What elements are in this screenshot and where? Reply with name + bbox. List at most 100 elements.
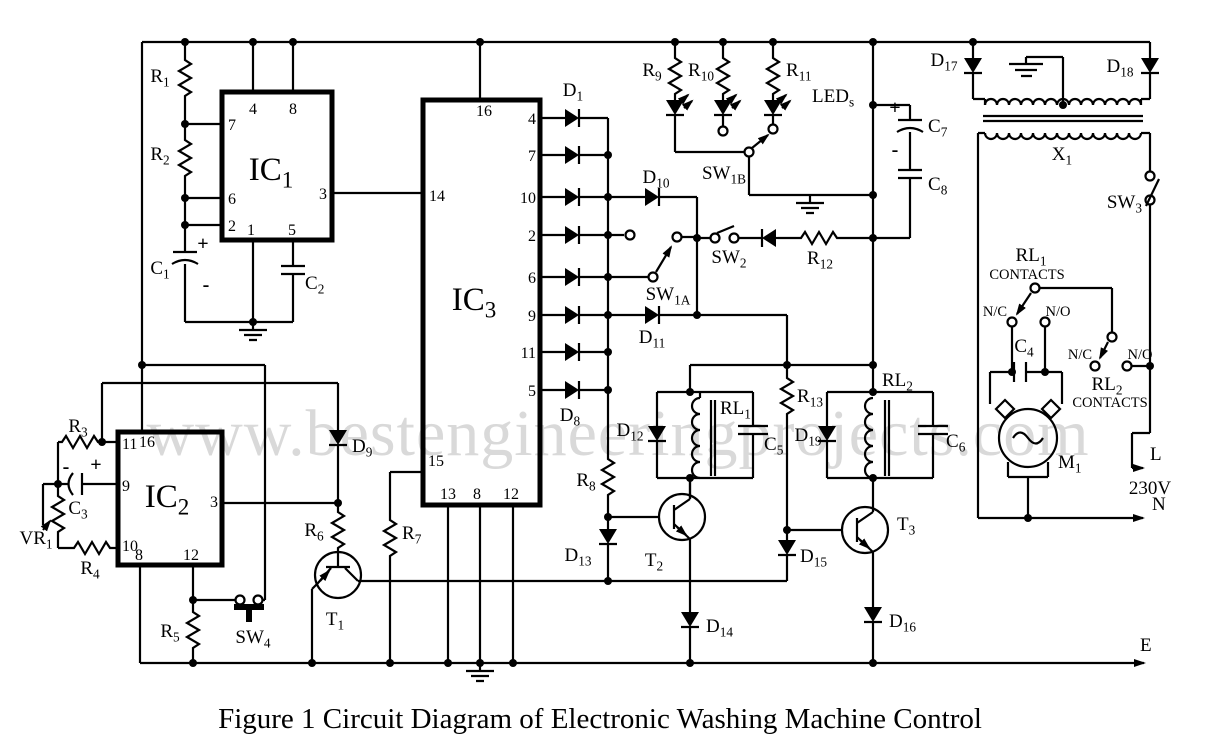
label-c3: C3 [68,498,88,521]
ic1-pin7: 7 [228,117,236,134]
label-sw1b: SW1B [702,163,746,186]
resistor-r10 [715,52,731,100]
diode-d6 [561,304,585,326]
ic2-pin9: 9 [122,478,130,495]
capacitor-c8 [896,168,924,180]
ic3-pin6: 6 [528,270,536,287]
label-ic2: IC2 [145,479,190,519]
x1-primary-winding [983,132,1143,141]
label-neutral: N [1152,494,1166,515]
motor-m1-body [997,407,1059,469]
label-rl1-no: N/O [1046,304,1071,320]
label-d13: D13 [564,545,591,568]
motor-terminal-left [994,398,1016,420]
capacitor-c3 [67,472,84,496]
sw4-contact-left [234,594,246,606]
sw2-contact-right [728,232,740,244]
ic3-pin4: 4 [528,111,536,128]
label-d18: D18 [1106,56,1133,79]
sw1b-contact-2 [767,123,779,135]
sw3-lever [1145,178,1160,207]
capacitor-c1 [170,250,200,266]
label-d11: D11 [639,327,666,350]
ic1-body [219,89,335,243]
label-c3-minus: - [63,456,70,478]
label-voltage: 230V [1129,478,1172,499]
sw3-contact-top [1144,170,1156,182]
diode-d10 [641,186,665,208]
label-c1: C1 [150,258,169,281]
label-rl2-contacts: CONTACTS [1072,395,1147,411]
resistor-r4 [68,540,116,556]
label-c3-plus: + [90,454,101,476]
ic3-pin11: 11 [521,345,536,362]
ic1-pin8: 8 [289,101,297,118]
ic2-block: R3 C3 - + VR1 R4 IC2 11 16 9 10 8 12 3 R… [19,363,338,663]
label-d19: D19 [794,425,821,448]
sw1b-contact-1 [717,125,729,137]
label-d1: D1 [563,80,583,103]
label-r5: R5 [160,621,180,644]
ic1-block: IC1 7 4 8 6 2 1 5 3 R1 R2 C1 + - C2 [150,42,423,342]
label-rl2: RL2 [882,370,913,393]
diode-d14 [679,608,701,632]
sw4-contact-right [252,594,264,606]
resistor-r5 [185,606,201,654]
label-r4: R4 [80,558,100,581]
x1-core [983,114,1143,123]
ic3-pin7: 7 [528,148,536,165]
label-t2: T2 [645,550,663,573]
label-sw4: SW4 [235,627,271,650]
sw1b-lever [751,133,770,149]
led-indicators: R9 R10 R11 LEDs SW1B [642,42,873,215]
label-r3: R3 [68,416,88,439]
label-sw2: SW2 [711,247,746,270]
label-rl1: RL1 [720,398,751,421]
resistor-r11 [765,52,781,100]
ic2-pin3: 3 [210,494,218,511]
ic3-pin8: 8 [473,486,481,503]
label-c7-minus: - [892,139,899,161]
ic3-pin15: 15 [428,453,444,470]
ic3-block: IC3 16 14 15 13 8 12 4 7 10 2 6 9 11 5 D… [382,42,648,683]
label-rl1-nc: N/C [983,304,1007,320]
ground-icon [794,193,826,215]
label-c2: C2 [305,273,324,296]
label-c5: C5 [764,434,784,457]
transistor-t2-body [657,492,707,542]
label-rl2-contacts-title: RL2 [1092,374,1123,397]
ic3-pin13: 13 [440,486,456,503]
motor-mains-section: RL1 CONTACTS N/C N/O C4 N/C N/O RL2 CONT… [978,205,1172,522]
supply-filter: C7 C8 + - [871,42,948,392]
transistor-t3-leads [855,478,875,663]
ic2-pin8: 8 [135,547,143,564]
ic1-pin6: 6 [228,191,236,208]
label-c7-plus: + [889,97,900,119]
diode-d17 [962,54,984,78]
label-d14: D14 [706,616,733,639]
label-r13: R13 [797,386,823,409]
diode-unlabeled [756,227,780,249]
label-ic1: IC1 [249,152,294,192]
transistor-t1-body [313,550,363,600]
ic2-pin11: 11 [122,436,137,453]
led-2 [714,95,740,118]
diode-d7 [561,341,585,363]
label-r12: R12 [807,248,833,271]
ic3-pin5: 5 [528,383,536,400]
ic2-pin16: 16 [139,434,155,451]
label-c4: C4 [1014,336,1034,359]
rl2-contacts-pole [1106,331,1118,343]
figure-caption: Figure 1 Circuit Diagram of Electronic W… [218,703,982,735]
t3-emitter-arrow [858,538,871,550]
label-c1-minus: - [203,274,210,296]
resistor-r7 [382,514,398,562]
sw2-contact-left [709,232,721,244]
rl1-contacts-pole [1029,282,1041,294]
label-sw1a: SW1A [646,284,691,307]
label-ic3: IC3 [452,282,497,322]
label-d8: D8 [560,405,581,428]
label-x1: X1 [1052,144,1072,167]
label-r2: R2 [150,144,169,167]
